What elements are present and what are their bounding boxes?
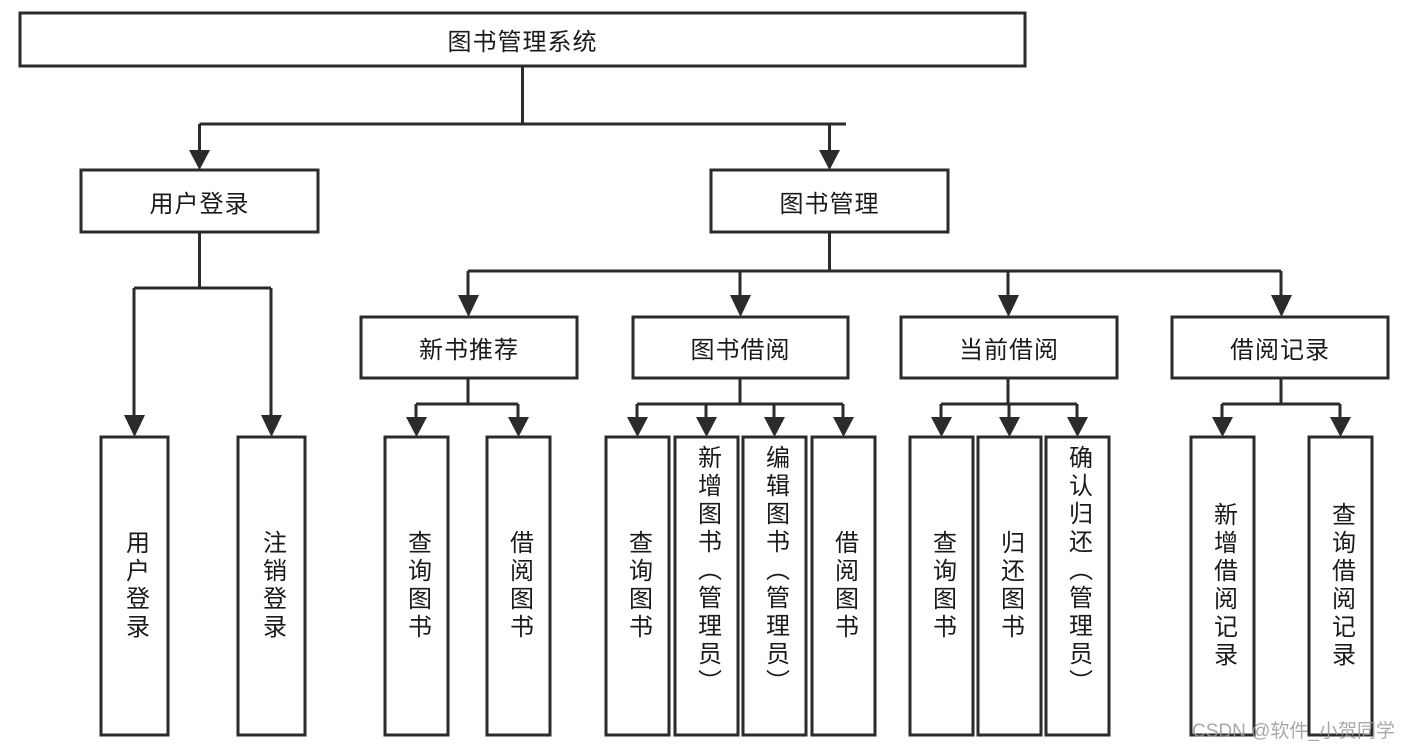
- node-box-user-login[interactable]: [79, 168, 320, 234]
- node-box-leaf-edit-book[interactable]: [741, 435, 808, 737]
- arrowhead-icon: [764, 417, 785, 437]
- arrowheads-group: [124, 150, 1351, 437]
- node-box-book-borrow[interactable]: [631, 315, 850, 380]
- arrowhead-icon: [261, 415, 282, 437]
- node-box-leaf-borrow-book-2[interactable]: [810, 435, 877, 737]
- arrowhead-icon: [696, 417, 717, 437]
- node-box-leaf-borrow-book-1[interactable]: [485, 435, 552, 737]
- arrowhead-icon: [833, 417, 854, 437]
- node-box-borrow-record[interactable]: [1170, 315, 1390, 380]
- node-box-leaf-return-book[interactable]: [976, 435, 1043, 737]
- connectors-group: [132, 66, 1342, 418]
- node-box-new-book-recommend[interactable]: [359, 315, 579, 380]
- arrowhead-icon: [998, 295, 1019, 317]
- arrowhead-icon: [1212, 417, 1233, 437]
- node-box-leaf-query-book-1[interactable]: [383, 435, 450, 737]
- arrowhead-icon: [730, 295, 751, 317]
- node-box-leaf-user-login[interactable]: [99, 435, 170, 737]
- arrowhead-icon: [1330, 417, 1351, 437]
- nodes-group: [18, 11, 1390, 737]
- node-box-leaf-add-record[interactable]: [1189, 435, 1256, 737]
- node-box-leaf-logout-login[interactable]: [236, 435, 307, 737]
- node-box-leaf-confirm-return[interactable]: [1044, 435, 1111, 737]
- arrowhead-icon: [508, 417, 529, 437]
- arrowhead-icon: [406, 417, 427, 437]
- arrowhead-icon: [1271, 295, 1292, 317]
- node-box-root[interactable]: [18, 11, 1027, 68]
- node-box-leaf-query-record[interactable]: [1307, 435, 1374, 737]
- arrowhead-icon: [458, 295, 479, 317]
- arrowhead-icon: [999, 417, 1020, 437]
- node-box-current-borrow[interactable]: [899, 315, 1119, 380]
- node-box-leaf-add-book[interactable]: [673, 435, 740, 737]
- node-box-book-manage[interactable]: [709, 168, 950, 234]
- arrowhead-icon: [189, 150, 210, 170]
- arrowhead-icon: [1067, 417, 1088, 437]
- arrowhead-icon: [931, 417, 952, 437]
- arrowhead-icon: [124, 415, 145, 437]
- arrowhead-icon: [819, 150, 840, 170]
- arrowhead-icon: [627, 417, 648, 437]
- node-box-leaf-query-book-3[interactable]: [908, 435, 975, 737]
- node-box-leaf-query-book-2[interactable]: [604, 435, 671, 737]
